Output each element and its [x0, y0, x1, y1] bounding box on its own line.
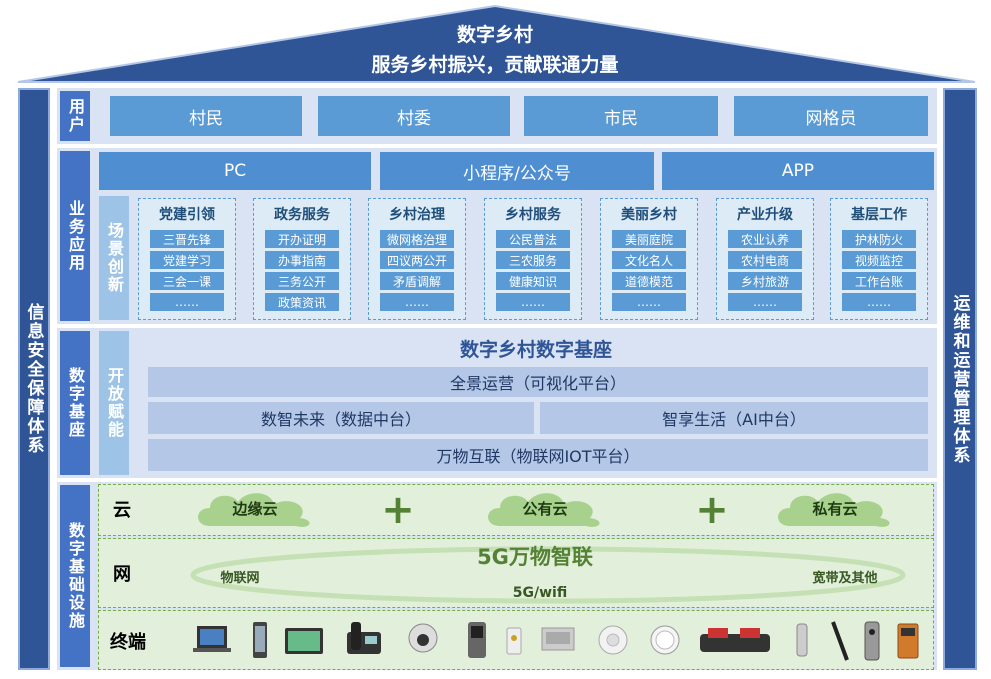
dome-camera-icon — [408, 623, 438, 653]
scene-card-item: 健康知识 — [496, 272, 570, 290]
desk-phone-icon — [347, 622, 381, 654]
data-platform: 数智未来（数据中台） — [148, 402, 534, 434]
roof — [17, 4, 976, 83]
scene-card-item: 三务公开 — [265, 272, 339, 290]
base-label: 数字基座 — [60, 331, 90, 475]
network-ellipse — [190, 546, 906, 604]
scene-card-item: 护林防火 — [842, 230, 916, 248]
network-5g-label: 5G/wifi — [512, 585, 568, 601]
network-title: 5G万物智联 — [477, 545, 593, 569]
scene-card-item: 乡村旅游 — [728, 272, 802, 290]
handset-icon — [796, 623, 808, 657]
user-citizen: 市民 — [524, 96, 718, 136]
roof-title: 数字乡村 — [456, 23, 533, 46]
scene-card-title: 乡村服务 — [505, 207, 561, 223]
scene-card-item: 农村电商 — [728, 251, 802, 269]
ai-platform: 智享生活（AI中台） — [540, 402, 928, 434]
intercom-icon — [468, 622, 486, 658]
scene-card-item: 三农服务 — [496, 251, 570, 269]
private-cloud-label: 私有云 — [812, 499, 858, 518]
private-cloud-icon — [778, 493, 890, 527]
meter-icon — [897, 623, 919, 659]
base-title: 数字乡村数字基座 — [459, 338, 612, 361]
scene-innovation-label: 场景创新 — [99, 196, 129, 320]
business-label: 业务应用 — [60, 151, 90, 321]
edge-cloud-label: 边缘云 — [232, 499, 278, 518]
scene-card-item: …… — [380, 293, 454, 311]
scene-card-item: 开办证明 — [265, 230, 339, 248]
scene-card-item: 矛盾调解 — [380, 272, 454, 290]
scene-card-title: 党建引领 — [159, 207, 215, 223]
panel-icon — [541, 627, 575, 651]
scene-card-item: 美丽庭院 — [612, 230, 686, 248]
user-grid-member: 网格员 — [734, 96, 928, 136]
public-cloud-label: 公有云 — [522, 499, 568, 518]
laptop-icon — [193, 626, 231, 652]
terminal-row-label: 终端 — [110, 632, 146, 653]
scene-card-item: …… — [150, 293, 224, 311]
left-pillar: 信息安全保障体系 — [18, 88, 50, 670]
scene-card-item: 农业认养 — [728, 230, 802, 248]
scene-card-item: …… — [612, 293, 686, 311]
users-label: 用户 — [60, 91, 90, 141]
open-empower-label: 开放赋能 — [99, 331, 129, 475]
scene-card-item: 四议两公开 — [380, 251, 454, 269]
edge-cloud-icon — [198, 493, 310, 527]
network-row-label: 网 — [113, 564, 131, 585]
network-iot-label: 物联网 — [220, 570, 260, 586]
scene-card-title: 美丽乡村 — [621, 207, 677, 223]
scene-card-title: 产业升级 — [737, 207, 793, 223]
scene-card-item: 公民普法 — [496, 230, 570, 248]
pen-icon — [831, 621, 849, 661]
console-icon — [700, 628, 770, 652]
public-cloud-icon — [488, 493, 600, 527]
cloud-row-label: 云 — [113, 500, 131, 521]
roof-subtitle: 服务乡村振兴，贡献联通力量 — [371, 53, 619, 76]
network-broadband-label: 宽带及其他 — [812, 570, 878, 586]
scene-card-title: 政务服务 — [274, 207, 330, 223]
channel-miniprogram: 小程序/公众号 — [380, 152, 654, 190]
scene-card-item: 党建学习 — [150, 251, 224, 269]
smoke-detector-icon — [598, 625, 628, 655]
user-village-committee: 村委 — [318, 96, 510, 136]
scene-card-item: …… — [842, 293, 916, 311]
user-villager: 村民 — [110, 96, 302, 136]
scene-card-item: …… — [496, 293, 570, 311]
scene-card-item: 微网格治理 — [380, 230, 454, 248]
channel-app: APP — [662, 152, 934, 190]
scene-card-item: …… — [728, 293, 802, 311]
scene-card-title: 乡村治理 — [389, 207, 445, 223]
plus-sign-1: + — [381, 487, 415, 533]
right-pillar: 运维和运营管理体系 — [943, 88, 977, 670]
scene-card-item: 三会一课 — [150, 272, 224, 290]
panorama-platform: 全景运营（可视化平台） — [148, 367, 928, 397]
tablet-icon — [285, 628, 323, 654]
doorbell-icon — [864, 621, 880, 661]
phone-icon — [253, 622, 267, 658]
scene-card-item: 文化名人 — [612, 251, 686, 269]
infra-label: 数字基础设施 — [60, 485, 90, 667]
scene-card-item: 道德模范 — [612, 272, 686, 290]
scene-card-title: 基层工作 — [851, 207, 907, 223]
scene-card-item: 办事指南 — [265, 251, 339, 269]
iot-platform: 万物互联（物联网IOT平台） — [148, 439, 928, 471]
channel-pc: PC — [99, 152, 371, 190]
plus-sign-2: + — [695, 487, 729, 533]
scene-card-item: 工作台账 — [842, 272, 916, 290]
scene-card-item: 政策资讯 — [265, 293, 339, 311]
scene-card-item: 视频监控 — [842, 251, 916, 269]
sensor-icon — [506, 627, 522, 655]
light-icon — [650, 625, 680, 655]
scene-card-item: 三晋先锋 — [150, 230, 224, 248]
terminal-devices — [193, 621, 919, 661]
